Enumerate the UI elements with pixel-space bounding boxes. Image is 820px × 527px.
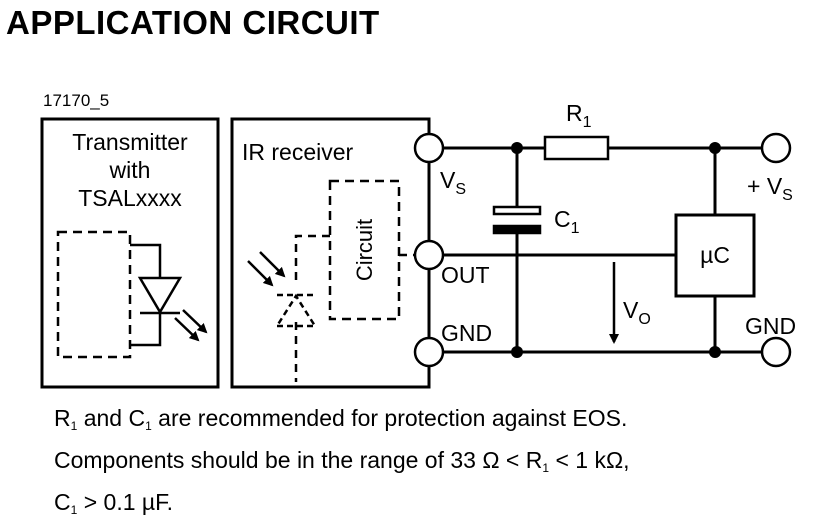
receiver-circuit-box [328, 179, 401, 321]
plus-vs-terminal [760, 132, 792, 164]
transmitter-driver-box [56, 230, 132, 359]
note-line-2: Components should be in the range of 33 … [54, 447, 630, 475]
c1-label: C1 [554, 206, 580, 237]
gnd-right-terminal [760, 336, 792, 368]
microcontroller-box [674, 213, 756, 298]
capacitor-c1 [492, 205, 542, 235]
figure-id: 17170_5 [43, 91, 109, 110]
notes: R1 and C1 are recommended for protection… [54, 401, 630, 527]
ir-led-icon [137, 276, 208, 342]
gnd-pin-label: GND [441, 320, 492, 346]
led-wire-bottom [130, 313, 162, 347]
gnd-right-label: GND [745, 313, 796, 339]
resistor-r1 [543, 135, 610, 161]
transmitter-block: Transmitter with TSALxxxx [40, 117, 220, 389]
junction-dot [709, 142, 721, 154]
microcontroller-label: µC [700, 242, 730, 268]
vo-label: VO [623, 297, 651, 328]
junction-dot [511, 346, 523, 358]
transmitter-box [40, 117, 220, 389]
vs-terminal [413, 132, 445, 164]
junction-dot [511, 142, 523, 154]
out-terminal [413, 239, 445, 271]
r1-label: R1 [566, 100, 592, 131]
application-circuit-diagram: 17170_5 Transmitter with TSALxxxx IR rec… [40, 91, 796, 389]
junction-dot [709, 346, 721, 358]
note-line-3: C1 > 0.1 µF. [54, 489, 174, 517]
led-wire-top [130, 243, 162, 278]
ir-receiver-label: IR receiver [242, 139, 354, 165]
ir-receiver-block: IR receiver Circuit [230, 117, 431, 389]
receiver-circuit-label: Circuit [352, 219, 377, 281]
transmitter-label-line1: Transmitter [72, 129, 188, 155]
photodiode-icon [247, 251, 318, 328]
gnd-terminal [413, 336, 445, 368]
out-pin-label: OUT [441, 262, 490, 288]
transmitter-label-line3: TSALxxxx [78, 185, 182, 211]
note-line-1: R1 and C1 are recommended for protection… [54, 405, 628, 433]
vs-pin-label: VS [440, 167, 466, 198]
heading: APPLICATION CIRCUIT [6, 4, 380, 41]
transmitter-label-line2: with [109, 157, 151, 183]
photodiode-wire-top [294, 234, 330, 286]
wiring [443, 146, 762, 354]
plus-vs-label: + VS [747, 173, 793, 204]
